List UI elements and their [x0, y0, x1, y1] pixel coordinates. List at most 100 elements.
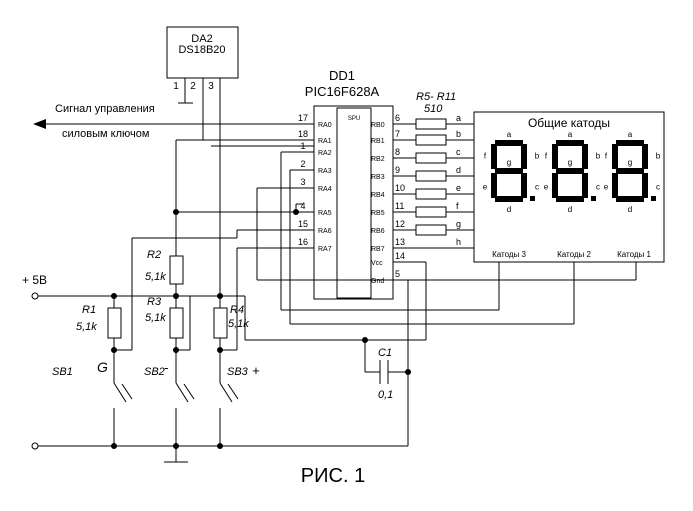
- cathode-2-label: Катоды 2: [557, 250, 591, 259]
- resistor-array-value: 510: [424, 103, 443, 115]
- arrow-left-icon: [33, 119, 46, 129]
- dd1-pin-num: 4: [300, 201, 305, 211]
- r3-ref: R3: [147, 296, 162, 308]
- dd1-pin-name: RB5: [371, 210, 385, 217]
- dd1-pin-num: 13: [395, 237, 405, 247]
- digit-segment-label: b: [535, 152, 540, 161]
- segment-resistor: [415, 188, 447, 200]
- dd1-pin-name: Gnd: [371, 278, 384, 285]
- segment-line-label: f: [456, 201, 459, 211]
- dd1-pin-name: RA4: [318, 186, 332, 193]
- sb3-ref: SB3: [227, 366, 249, 378]
- digit-segment-label: g: [628, 158, 632, 167]
- capacitor-c1: C1 0,1: [362, 337, 411, 401]
- segment-resistor: [415, 170, 447, 182]
- digit-segment-label: g: [507, 158, 511, 167]
- dd1-pin-num: 11: [395, 201, 404, 211]
- dd1-pin-num: 16: [298, 237, 308, 247]
- dd1-pin-num: 8: [395, 147, 400, 157]
- digit-segment-label: f: [545, 152, 548, 161]
- digit-segment-label: g: [568, 158, 572, 167]
- segment-line-label: a: [456, 113, 461, 123]
- r2-value: 5,1k: [145, 271, 166, 283]
- sensor-da2: DA2 DS18B20 1 2 3: [166, 26, 239, 140]
- dd1-part: PIC16F628A: [305, 84, 380, 99]
- segment-line-label: g: [456, 219, 461, 229]
- c1-ref: C1: [378, 347, 392, 359]
- da2-pin-2: 2: [190, 81, 196, 92]
- dd1-pin-name: RA1: [318, 138, 332, 145]
- resistor-array-ref: R5- R11: [416, 91, 456, 103]
- dd1-pin-name: RB4: [371, 192, 385, 199]
- r1-value: 5,1k: [76, 321, 97, 333]
- digit-segment-label: c: [656, 183, 660, 192]
- dd1-pin-num: 10: [395, 183, 405, 193]
- sb1-label: G: [97, 359, 108, 375]
- dd1-right-pins: 6RB07RB18RB29RB310RB411RB512RB613RB714Vc…: [371, 113, 412, 285]
- cathode-3-label: Катоды 3: [492, 250, 526, 259]
- power-rails: + 5В: [22, 273, 408, 463]
- dd1-pin-num: 14: [395, 251, 405, 261]
- signal-text-line2: силовым ключом: [62, 128, 149, 140]
- dd1-pin-name: RA7: [318, 246, 332, 253]
- dd1-pin-name: RA3: [318, 168, 332, 175]
- segment-line-label: c: [456, 147, 461, 157]
- button-sb2[interactable]: SB2 -: [144, 350, 195, 446]
- digit-segment-label: f: [605, 152, 608, 161]
- resistor-r1: [107, 307, 122, 339]
- dd1-pin-name: RA2: [318, 150, 332, 157]
- r3-value: 5,1k: [145, 312, 166, 324]
- digit-segment-label: d: [628, 205, 632, 214]
- dd1-ref: DD1: [329, 68, 355, 83]
- dd1-pin-num: 7: [395, 129, 400, 139]
- digit-segment-label: e: [544, 183, 549, 192]
- segment-line-label: d: [456, 165, 461, 175]
- segment-resistor: [415, 224, 447, 236]
- segment-resistor: [415, 118, 447, 130]
- dd1-pin-name: RA6: [318, 228, 332, 235]
- dd1-pin-name: RA0: [318, 122, 332, 129]
- digit-segment-label: c: [596, 183, 600, 192]
- digit-segment-label: b: [596, 152, 601, 161]
- sb1-ref: SB1: [52, 366, 73, 378]
- buttons: SB1 G SB2 - SB3 +: [52, 350, 260, 446]
- dd1-pin-num: 15: [298, 219, 308, 229]
- digit-segment-label: c: [535, 183, 539, 192]
- r2-ref: R2: [147, 249, 161, 261]
- input-wires: [131, 105, 427, 446]
- digit-segment-label: f: [484, 152, 487, 161]
- segment-resistor: [415, 206, 447, 218]
- resistor-r3: [169, 307, 184, 339]
- segment-line-label: h: [456, 237, 461, 247]
- dd1-pin-name: RB1: [371, 138, 385, 145]
- da2-pin-3: 3: [208, 81, 214, 92]
- segment-resistor: [415, 134, 447, 146]
- segment-line-label: e: [456, 183, 461, 193]
- digit-segment-label: a: [628, 130, 633, 139]
- dd1-pin-name: Vcc: [371, 260, 383, 267]
- r1-ref: R1: [82, 304, 96, 316]
- digit-segment-label: d: [507, 205, 511, 214]
- display-title: Общие катоды: [528, 116, 610, 130]
- dd1-pin-name: RB7: [371, 246, 385, 253]
- cathode-1-label: Катоды 1: [617, 250, 651, 259]
- digit-segment-label: a: [568, 130, 573, 139]
- dd1-pin-name: RB6: [371, 228, 385, 235]
- mcu-dd1: DD1 PIC16F628A SPU 17RA018RA11RA22RA33RA…: [298, 68, 412, 300]
- button-sb3[interactable]: SB3 +: [219, 350, 260, 446]
- digit-segment-label: e: [604, 183, 609, 192]
- supply-label: + 5В: [22, 273, 47, 287]
- dd1-pin-num: 12: [395, 219, 405, 229]
- dd1-pin-num: 6: [395, 113, 400, 123]
- da2-ref: DA2: [191, 33, 212, 45]
- resistor-r4: [213, 307, 228, 339]
- button-sb1[interactable]: SB1 G: [52, 350, 133, 446]
- da2-pin-1: 1: [173, 81, 179, 92]
- segment-line-label: b: [456, 129, 461, 139]
